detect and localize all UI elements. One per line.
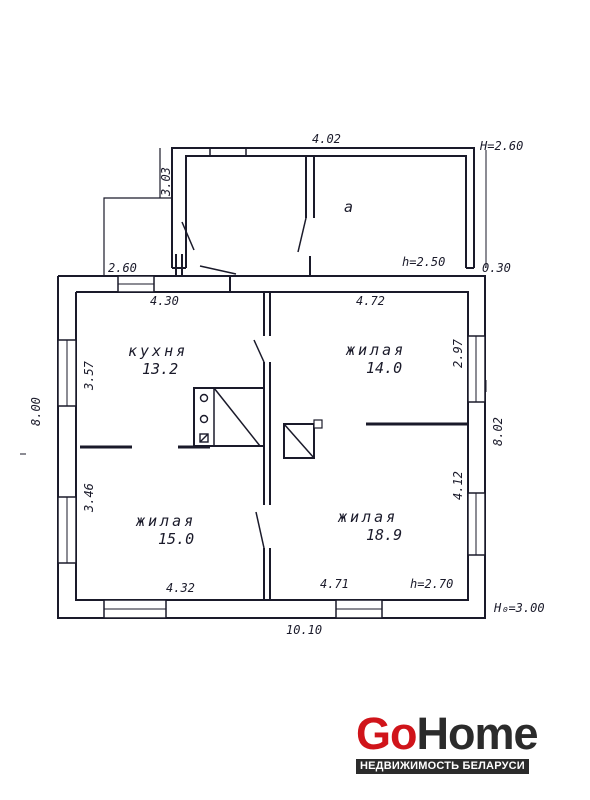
dim-se-width: 4.71 (320, 577, 349, 591)
living-ne-name: жилая (345, 341, 406, 359)
dim-main-ceiling: h=2.70 (410, 577, 453, 591)
dim-ne-width: 4.72 (356, 294, 385, 308)
dim-total-width: 10.10 (286, 623, 322, 637)
living-se-area: 18.9 (366, 526, 402, 544)
annex-walls (171, 147, 475, 292)
dim-annex-width: 4.02 (312, 132, 341, 146)
dim-porch-width: 2.60 (108, 261, 137, 275)
gohome-logo: GoHome НЕДВИЖИМОСТЬ БЕЛАРУСИ (356, 711, 546, 774)
porch (103, 148, 172, 276)
living-sw-name: жилая (135, 512, 196, 530)
main-walls (57, 275, 486, 619)
logo-wordmark: GoHome (356, 711, 546, 756)
dim-annex-ceiling: h=2.50 (402, 255, 445, 269)
dim-se-depth: 4.12 (451, 471, 465, 500)
room-labels: кухня 13.2 жилая 14.0 жилая 15.0 жилая 1… (128, 198, 406, 548)
dim-annex-height-mark: H=2.60 (479, 139, 523, 153)
dim-ne-depth: 2.97 (451, 338, 465, 368)
living-se-name: жилая (337, 508, 398, 526)
kitchen-area: 13.2 (142, 360, 178, 378)
dim-kitchen-width: 4.30 (150, 294, 179, 308)
dimension-labels: 4.02 H=2.60 3.03 2.60 h=2.50 0.30 4.30 4… (29, 132, 545, 637)
dim-foundation-mark: H₀=3.00 (493, 601, 545, 615)
living-sw-area: 15.0 (158, 530, 194, 548)
annex-name: а (344, 198, 356, 216)
windows (57, 147, 486, 619)
logo-home: Home (416, 708, 539, 759)
dimension-lines (20, 150, 487, 455)
dim-total-left: 8.00 (29, 397, 43, 426)
dim-porch-depth: 3.03 (159, 167, 173, 197)
dim-sw-width: 4.32 (166, 581, 195, 595)
logo-go: Go (356, 708, 417, 759)
dim-kitchen-depth: 3.57 (82, 360, 96, 391)
dim-total-right: 8.02 (491, 417, 505, 446)
logo-tagline: НЕДВИЖИМОСТЬ БЕЛАРУСИ (356, 759, 529, 774)
stove (193, 387, 265, 447)
living-ne-area: 14.0 (366, 359, 402, 377)
kitchen-name: кухня (128, 342, 188, 360)
dim-sw-depth: 3.46 (82, 483, 96, 513)
dim-offset: 0.30 (482, 261, 511, 275)
chimney (283, 419, 323, 459)
